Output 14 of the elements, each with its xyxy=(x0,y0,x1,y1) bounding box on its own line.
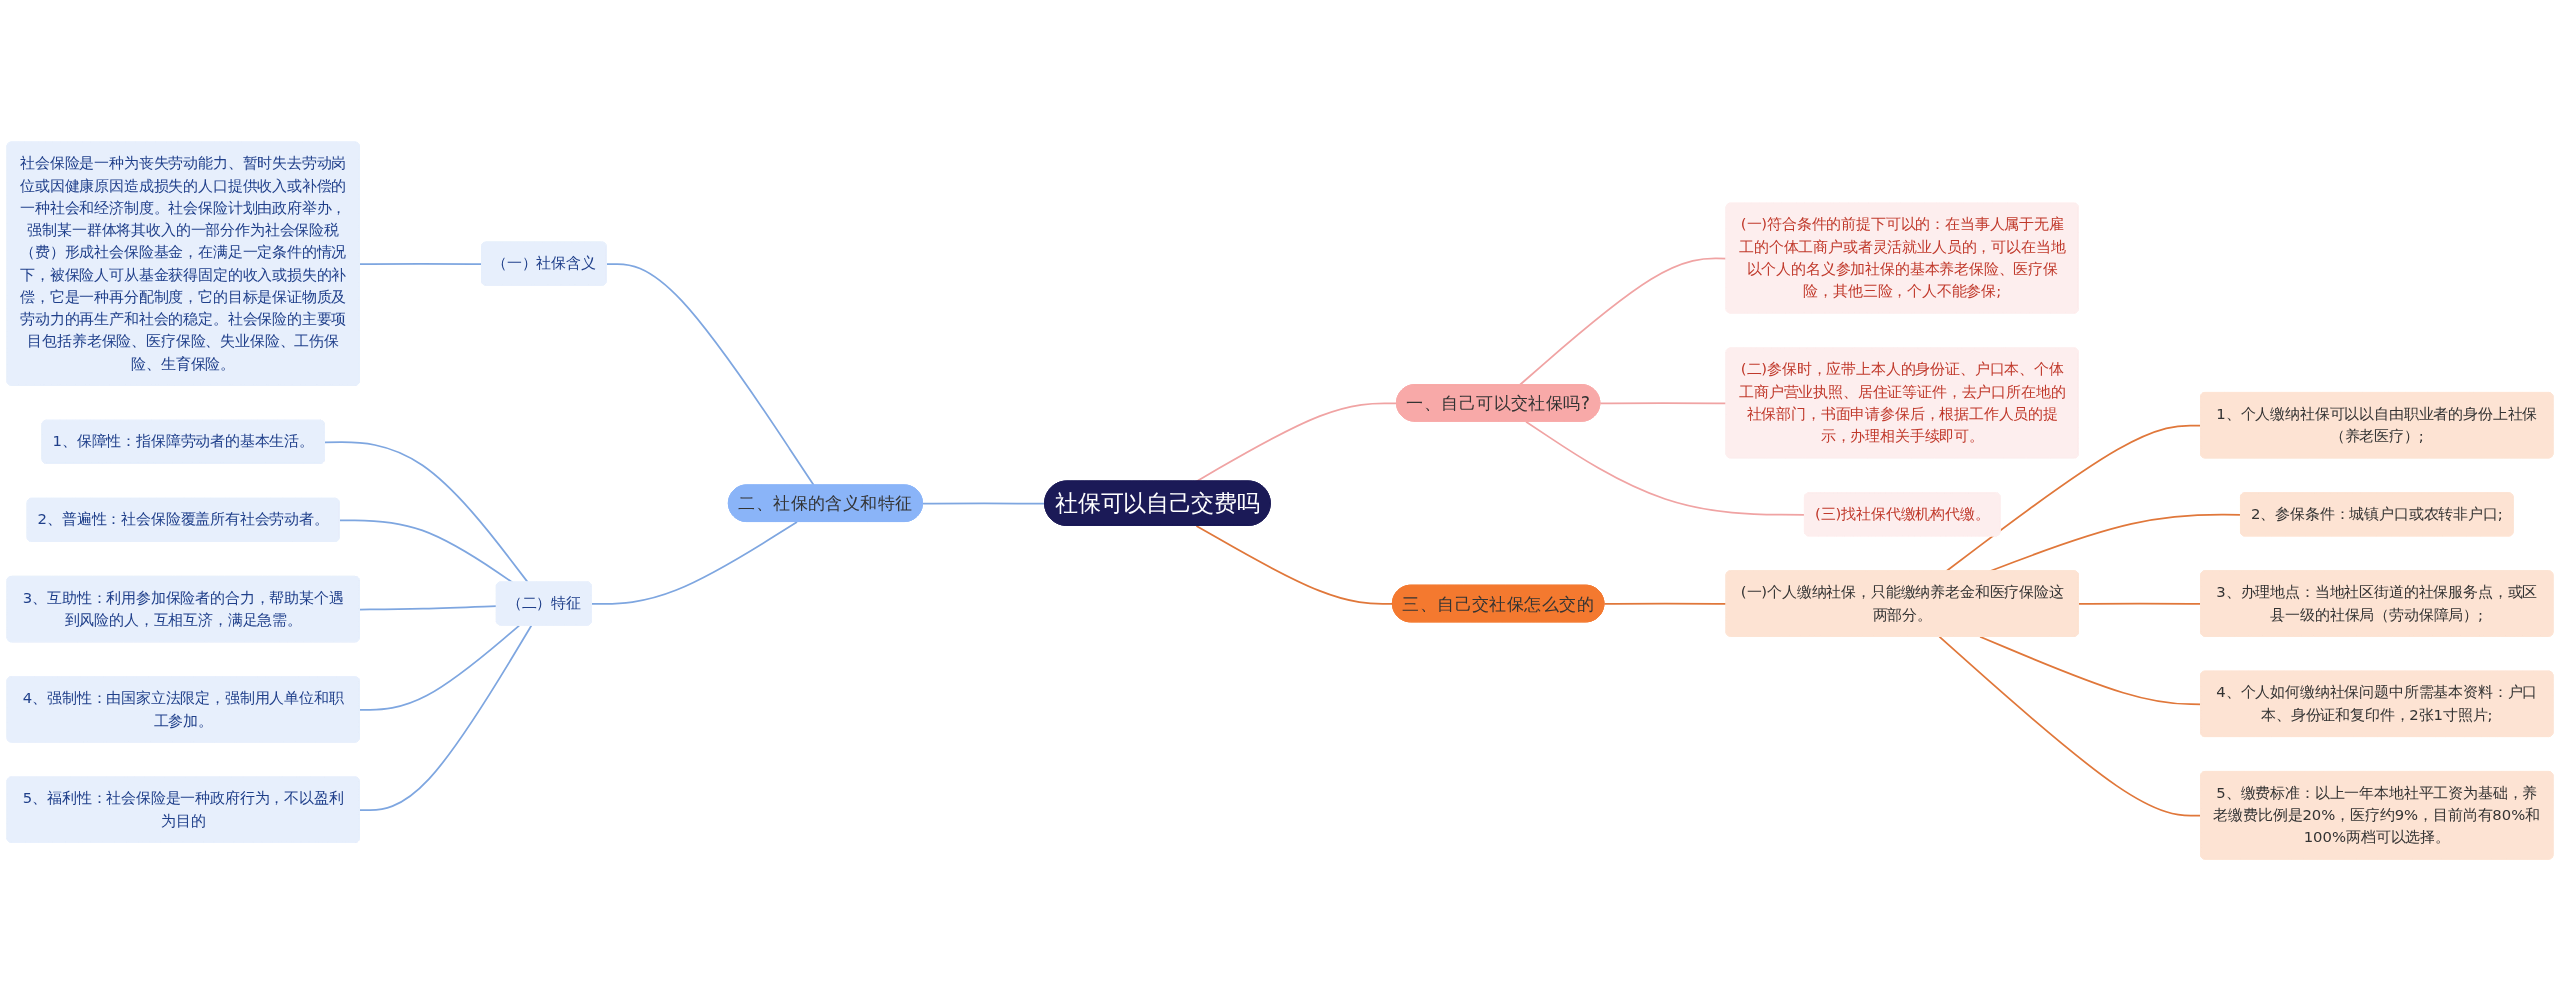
connector xyxy=(359,605,498,611)
connector xyxy=(359,624,521,711)
connector xyxy=(1525,420,1806,516)
connector xyxy=(1603,602,1728,605)
connector xyxy=(1979,635,2202,706)
connector xyxy=(2078,602,2202,605)
connector xyxy=(1195,524,1394,605)
connector xyxy=(922,502,1046,505)
connector xyxy=(1518,257,1728,386)
connector xyxy=(359,262,483,265)
connector xyxy=(1938,635,2202,817)
connector xyxy=(591,521,798,605)
connector xyxy=(1599,402,1728,405)
connector xyxy=(359,624,533,811)
